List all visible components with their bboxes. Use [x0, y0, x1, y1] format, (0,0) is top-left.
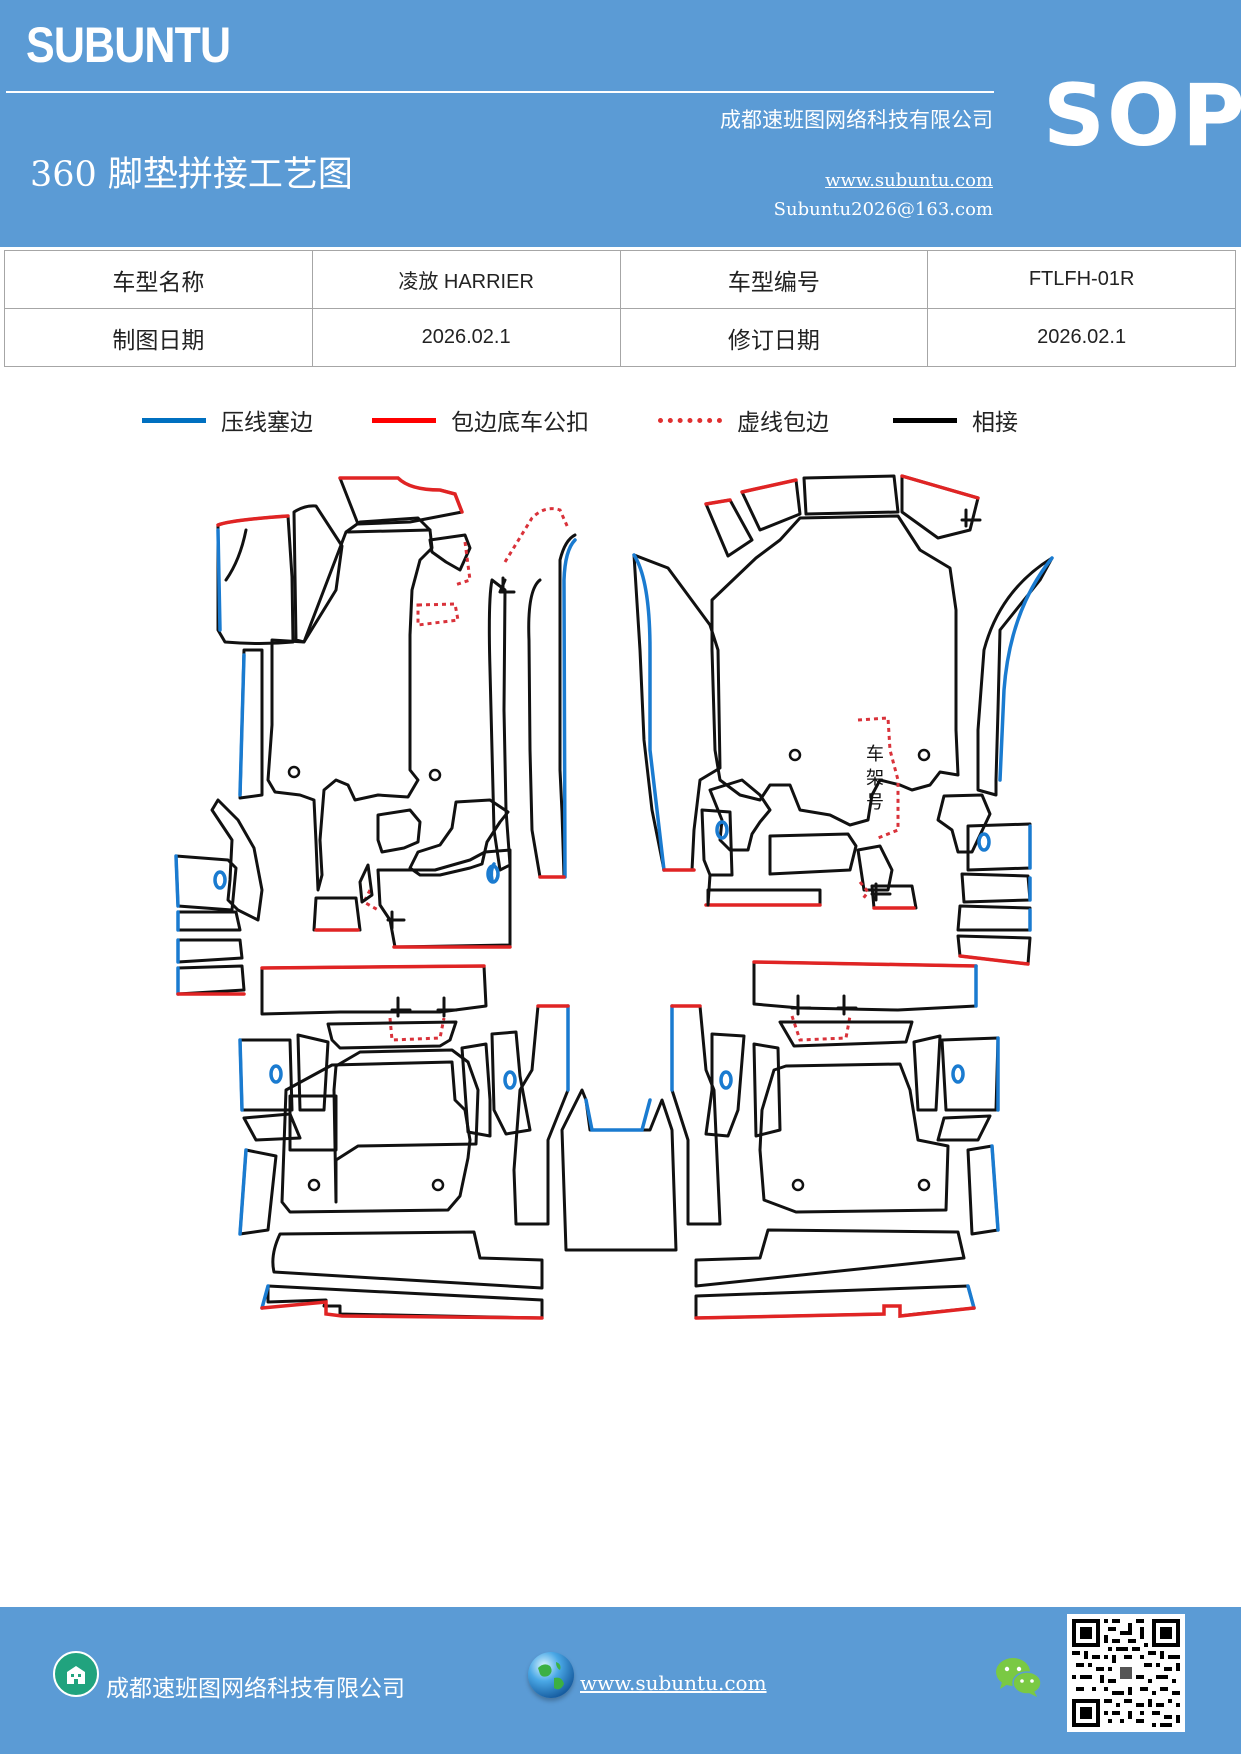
brand-logo-text: SUBUNTU [26, 17, 231, 73]
header-website-link[interactable]: www.subuntu.com [825, 170, 993, 191]
table-row: 车型名称 凌放 HARRIER 车型编号 FTLFH-01R [4, 250, 1236, 309]
header-email: Subuntu2026@163.com [773, 199, 993, 220]
line-legend: 压线塞边 包边底车公扣 虚线包边 相接 [0, 395, 1241, 445]
model-name-value: 凌放 HARRIER [311, 250, 621, 309]
building-icon [53, 1651, 99, 1697]
globe-icon [528, 1652, 574, 1698]
footer-website-link[interactable]: www.subuntu.com [580, 1671, 767, 1695]
legend-item-joint: 相接 [893, 395, 1018, 445]
legend-label: 虚线包边 [737, 410, 829, 436]
frame-number-char-2: 架 [866, 768, 884, 789]
mat-piece-bottom-center [560, 1088, 678, 1252]
model-name-label: 车型名称 [4, 250, 313, 309]
dotted-line-swatch [658, 417, 722, 423]
model-code-value: FTLFH-01R [927, 250, 1236, 309]
draw-date-label: 制图日期 [4, 308, 313, 367]
model-code-label: 车型编号 [619, 250, 929, 309]
table-row: 制图日期 2026.02.1 修订日期 2026.02.1 [4, 308, 1236, 367]
header-divider [6, 91, 994, 93]
page-title: 360 脚垫拼接工艺图 [30, 155, 353, 195]
header-company-name: 成都速班图网络科技有限公司 [720, 108, 993, 132]
frame-number-char-3: 号 [866, 792, 884, 813]
legend-item-binding: 包边底车公扣 [372, 395, 589, 445]
revise-date-label: 修订日期 [619, 308, 929, 367]
mat-group-top-right: 车 架 号 [632, 474, 1054, 966]
blue-line-swatch [142, 417, 206, 423]
mat-layout-svg: 车 架 号 [174, 474, 1054, 1320]
mat-group-top-left [174, 476, 577, 996]
mat-group-bottom-left [238, 964, 570, 1320]
vehicle-info-table: 车型名称 凌放 HARRIER 车型编号 FTLFH-01R 制图日期 2026… [4, 250, 1236, 367]
footer-banner: 成都速班图网络科技有限公司 www.subuntu.com [0, 1607, 1241, 1754]
frame-number-char-1: 车 [866, 744, 884, 765]
red-line-swatch [372, 417, 436, 423]
floor-mat-diagram: 车 架 号 [0, 450, 1241, 1600]
draw-date-value: 2026.02.1 [311, 308, 621, 367]
legend-label: 包边底车公扣 [451, 410, 589, 436]
legend-item-dotted-binding: 虚线包边 [658, 395, 829, 445]
revise-date-value: 2026.02.1 [927, 308, 1236, 367]
black-line-swatch [893, 417, 957, 423]
qr-code [1067, 1614, 1185, 1732]
legend-label: 压线塞边 [221, 410, 313, 436]
footer-company-name: 成都速班图网络科技有限公司 [106, 1676, 405, 1702]
wechat-icon [994, 1655, 1044, 1699]
legend-label: 相接 [972, 410, 1018, 436]
legend-item-press-line: 压线塞边 [142, 395, 313, 445]
header-banner: SUBUNTU 成都速班图网络科技有限公司 360 脚垫拼接工艺图 www.su… [0, 0, 1241, 247]
mat-group-bottom-right [670, 960, 1000, 1320]
sop-badge: SOP [1043, 66, 1241, 166]
